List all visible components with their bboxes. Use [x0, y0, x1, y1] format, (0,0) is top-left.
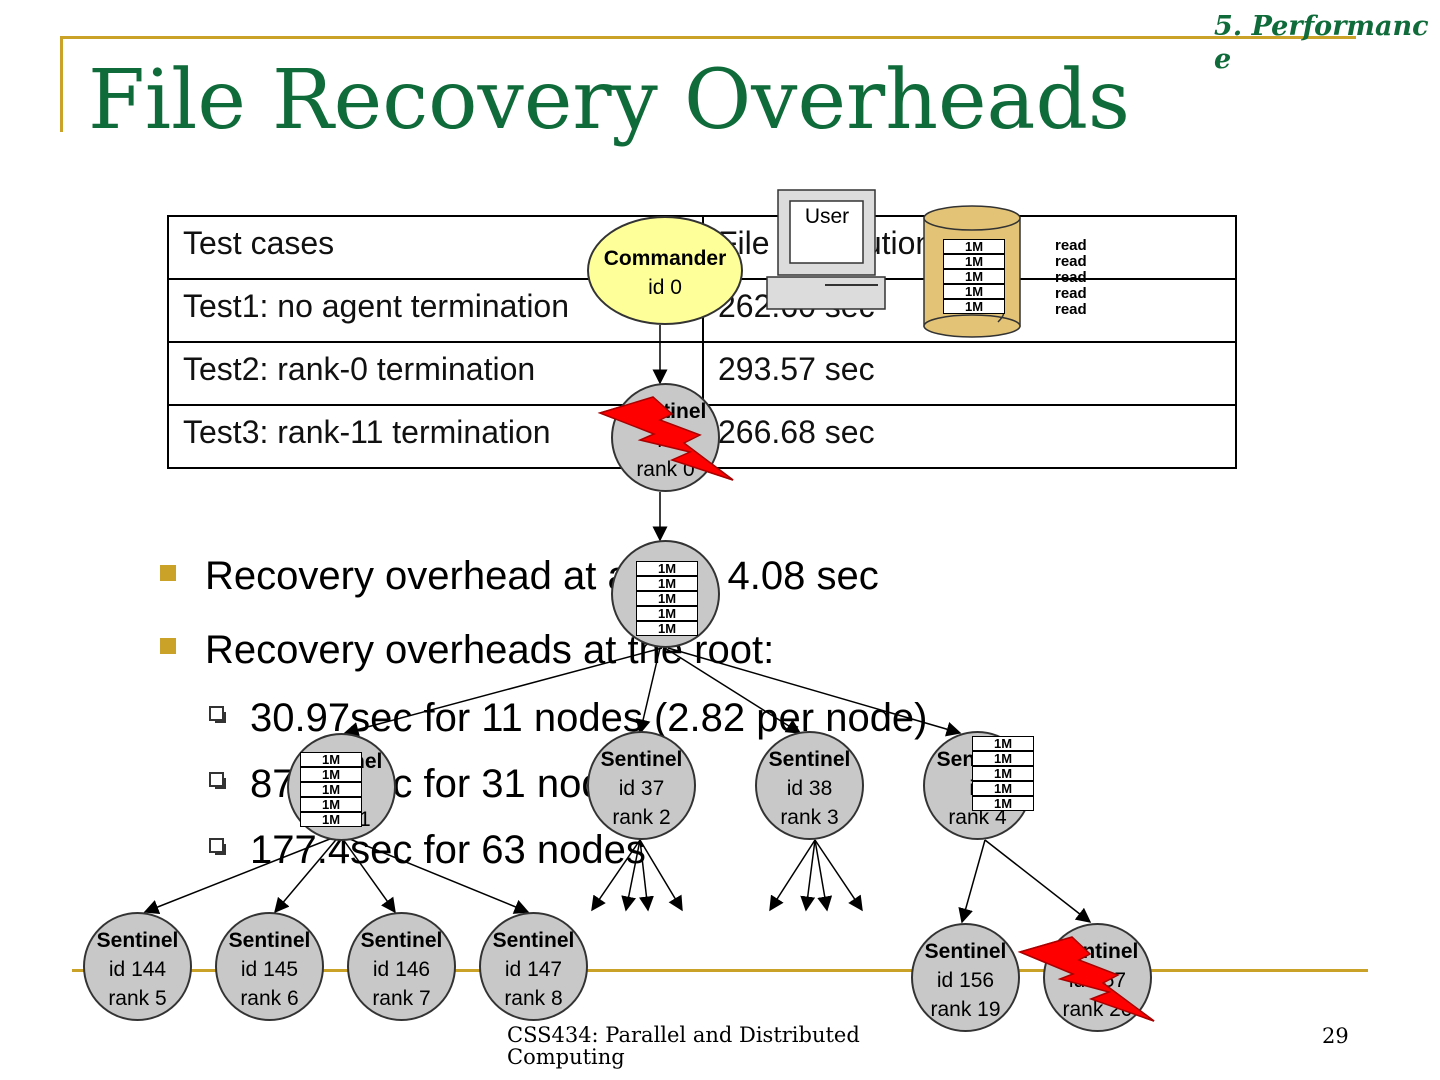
chunk-cell: 1M [972, 736, 1034, 751]
sentinel-node-rank-3: Sentinel id 38 rank 3 [755, 731, 864, 840]
sentinel-node-rank-2: Sentinel id 37 rank 2 [587, 731, 696, 840]
node-chunk-stack: 1M 1M 1M 1M 1M [300, 752, 362, 827]
bullet-square-icon [160, 565, 176, 581]
chunk-cell: 1M [943, 299, 1005, 314]
sentinel-label: Sentinel [768, 748, 851, 771]
read-label: read [1055, 301, 1087, 318]
chunk-cell: 1M [972, 751, 1034, 766]
sentinel-rank: rank 7 [372, 987, 431, 1010]
chunk-cell: 1M [943, 284, 1005, 299]
read-label: read [1055, 285, 1087, 302]
chunk-cell: 1M [972, 796, 1034, 811]
read-labels: read read read read read [1055, 238, 1087, 318]
chunk-cell: 1M [636, 606, 698, 621]
sentinel-id: id 144 [108, 958, 167, 981]
table-cell: Test2: rank-0 termination [167, 341, 704, 406]
sentinel-node-rank-5: Sentinel id 144 rank 5 [83, 912, 192, 1021]
sentinel-id: id 146 [372, 958, 431, 981]
page-number: 29 [1322, 1024, 1349, 1048]
chunk-cell: 1M [636, 591, 698, 606]
sentinel-label: Sentinel [600, 748, 683, 771]
sentinel-node-rank-7: Sentinel id 146 rank 7 [347, 912, 456, 1021]
commander-name: Commander [603, 247, 727, 270]
sentinel-id: id 147 [504, 958, 563, 981]
chunk-cell: 1M [943, 254, 1005, 269]
read-label: read [1055, 253, 1087, 270]
chunk-cell: 1M [943, 269, 1005, 284]
table-row: Test2: rank-0 termination 293.57 sec [167, 341, 1237, 406]
sentinel-rank: rank 6 [240, 987, 299, 1010]
sentinel-node-rank-6: Sentinel id 145 rank 6 [215, 912, 324, 1021]
footer-rule [72, 969, 1368, 972]
sentinel-id: id 37 [618, 777, 665, 800]
sentinel-rank: rank 0 [636, 458, 695, 481]
chunk-cell: 1M [972, 781, 1034, 796]
chunk-cell: 1M [636, 621, 698, 636]
chunk-cell: 1M [300, 782, 362, 797]
node-chunk-stack: 1M 1M 1M 1M 1M [972, 736, 1034, 811]
sentinel-id: id 156 [936, 969, 995, 992]
chunk-cell: 1M [300, 797, 362, 812]
table-cell: 293.57 sec [702, 341, 1237, 406]
sentinel-label: Sentinel [492, 929, 575, 952]
chunk-cell: 1M [300, 752, 362, 767]
sentinel-label: Sentinel [228, 929, 311, 952]
lightning-icon [597, 396, 734, 481]
sentinel-id: id 145 [240, 958, 299, 981]
chunk-cell: 1M [972, 766, 1034, 781]
bullet-square-icon [160, 638, 176, 654]
chunk-cell: 1M [300, 812, 362, 827]
read-label: read [1055, 237, 1087, 254]
chunk-cell: 1M [636, 561, 698, 576]
sentinel-rank: rank 3 [780, 806, 839, 829]
sentinel-id: id 38 [786, 777, 833, 800]
sentinel-label: Sentinel [924, 940, 1007, 963]
sentinel-rank: rank 8 [504, 987, 563, 1010]
chunk-cell: 1M [300, 767, 362, 782]
sub-bullet-box-icon [209, 706, 226, 723]
slide-title: File Recovery Overheads [88, 53, 1131, 148]
sentinel-label: Sentinel [96, 929, 179, 952]
title-frame-left [60, 36, 63, 132]
bullet-recovery-leaf: Recovery overhead at a leaf: 4.08 sec [205, 554, 879, 598]
sentinel-rank: rank 2 [612, 806, 671, 829]
sub-bullet-box-icon [209, 772, 226, 789]
sentinel-label: Sentinel [360, 929, 443, 952]
chunk-cell: 1M [943, 239, 1005, 254]
sentinel-rank: rank 19 [930, 998, 1001, 1021]
read-label: read [1055, 269, 1087, 286]
chunk-cell: 1M [636, 576, 698, 591]
sentinel-node-rank-0: Sentinel id rank 0 [611, 383, 720, 492]
disk-chunk-stack: 1M 1M 1M 1M 1M [943, 239, 1005, 314]
sentinel-rank: rank 4 [948, 806, 1007, 829]
commander-node: Commander id 0 [587, 216, 743, 325]
sentinel-rank: rank 5 [108, 987, 167, 1010]
lightning-icon [1017, 936, 1155, 1022]
sentinel-node-rank-8: Sentinel id 147 rank 8 [479, 912, 588, 1021]
table-cell: 266.68 sec [702, 404, 1237, 469]
footer-course: CSS434: Parallel and Distributed Computi… [507, 1023, 860, 1069]
user-label: User [804, 205, 850, 228]
node-chunk-stack: 1M 1M 1M 1M 1M [636, 561, 698, 636]
commander-id: id 0 [648, 276, 682, 299]
title-frame-top [60, 36, 1356, 39]
section-label: 5. Performance [1214, 11, 1429, 75]
sentinel-node-rank-19: Sentinel id 156 rank 19 [911, 923, 1020, 1032]
